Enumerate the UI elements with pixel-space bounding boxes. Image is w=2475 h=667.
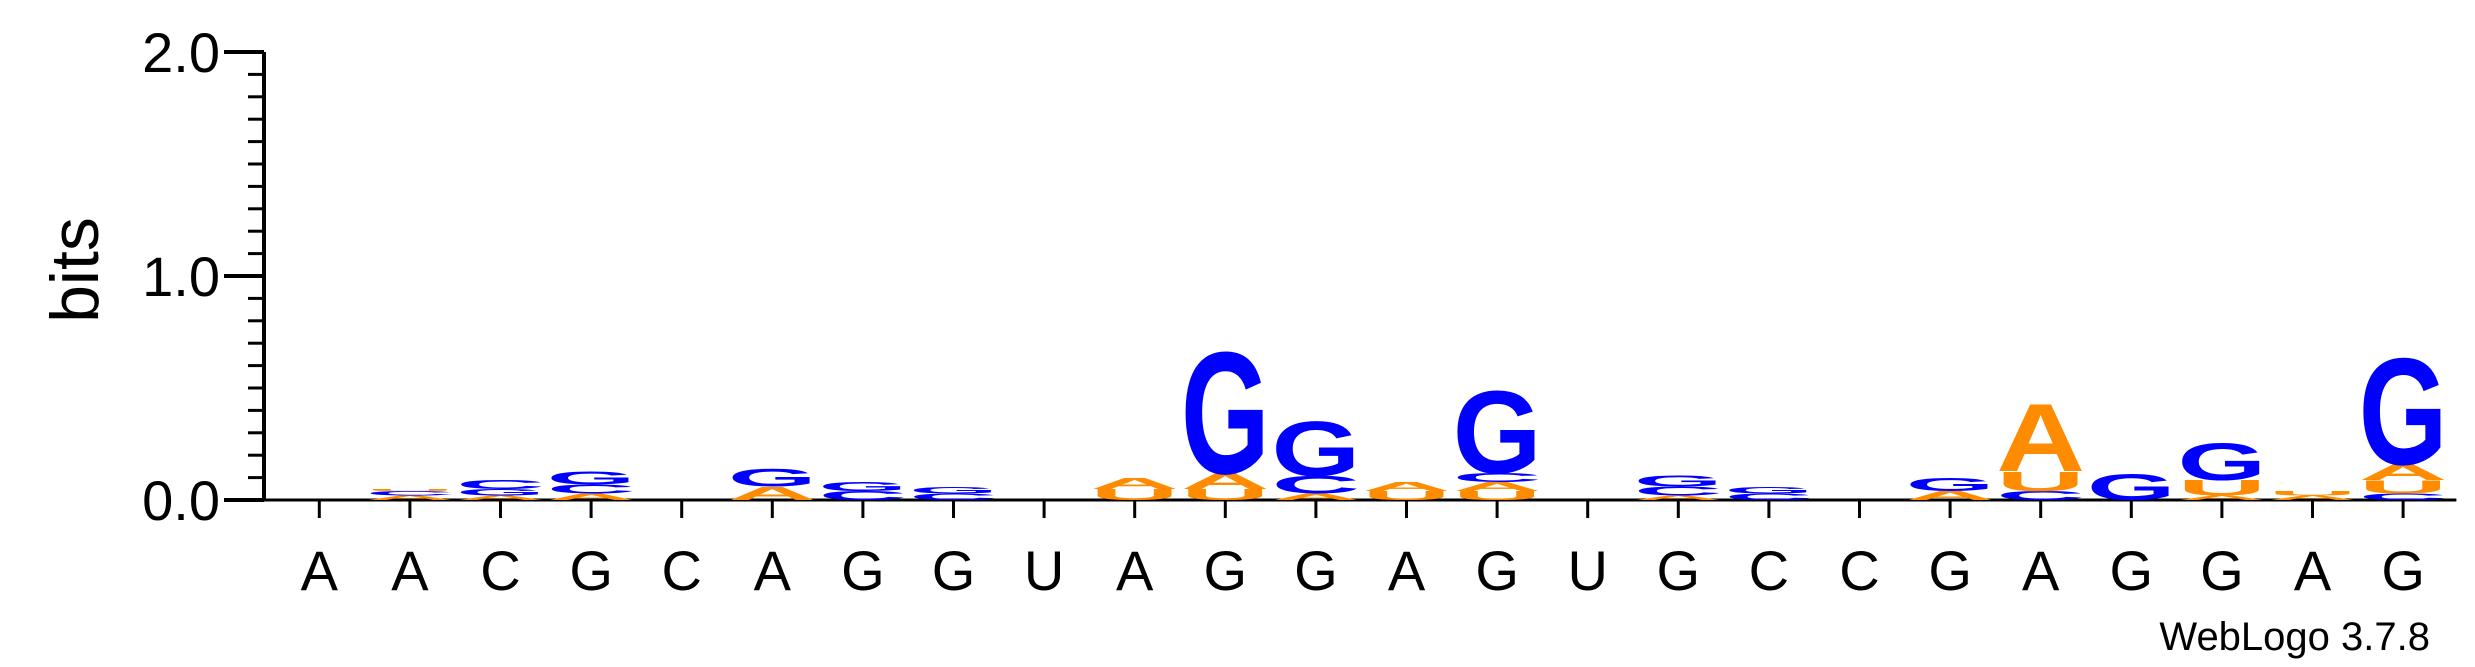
- logo-letter-C: C: [366, 490, 455, 497]
- logo-letter-A: A: [2268, 494, 2357, 501]
- logo-letter-U: U: [366, 488, 455, 491]
- weblogo-credit: WebLogo 3.7.8: [2159, 615, 2430, 659]
- x-tick-label: G: [2200, 539, 2244, 602]
- x-tick-label: A: [2294, 539, 2332, 602]
- y-tick-label: 2.0: [142, 21, 220, 84]
- logo-letter-U: U: [2268, 490, 2357, 497]
- x-tick-label: A: [1116, 539, 1154, 602]
- logo-letter-C: C: [1725, 492, 1814, 502]
- logo-letter-C: C: [547, 482, 636, 496]
- logo-letter-A: A: [456, 494, 545, 501]
- x-tick-label: G: [2110, 539, 2154, 602]
- x-tick-label: A: [2022, 539, 2060, 602]
- logo-letter-G: G: [2359, 326, 2448, 497]
- logo-letter-C: C: [909, 492, 998, 502]
- logo-letter-G: G: [1272, 405, 1361, 492]
- logo-letter-G: G: [2178, 432, 2267, 491]
- x-tick-label: C: [661, 539, 701, 602]
- logo-letter-C: C: [456, 478, 545, 492]
- logo-letter-A: A: [1272, 492, 1361, 502]
- logo-letter-G: G: [1634, 473, 1723, 490]
- logo-letter-A: A: [1996, 384, 2085, 491]
- logo-letter-C: C: [819, 489, 908, 503]
- logo-letter-G: G: [819, 480, 908, 494]
- x-tick-label: A: [301, 539, 339, 602]
- logo-letter-G: G: [728, 464, 817, 492]
- x-tick-label: U: [1024, 539, 1064, 602]
- logo-letter-C: C: [1634, 484, 1723, 498]
- y-tick-label: 0.0: [142, 469, 220, 532]
- logo-letter-A: A: [1634, 494, 1723, 501]
- logo-letter-A: A: [1362, 480, 1451, 494]
- x-tick-label: G: [1475, 539, 1519, 602]
- logo-letter-U: U: [1453, 489, 1542, 503]
- logo-letter-A: A: [1181, 469, 1270, 493]
- x-tick-label: G: [2381, 539, 2425, 602]
- logo-letter-G: G: [1181, 317, 1270, 511]
- x-tick-label: A: [1388, 539, 1426, 602]
- logo-letter-A: A: [1453, 480, 1542, 494]
- x-tick-label: C: [480, 539, 520, 602]
- logo-letter-G: G: [909, 485, 998, 495]
- x-tick-label: A: [391, 539, 429, 602]
- x-tick-label: G: [1204, 539, 1248, 602]
- logo-letter-C: C: [2359, 492, 2448, 502]
- logo-letter-U: U: [1181, 486, 1270, 503]
- x-tick-label: G: [569, 539, 613, 602]
- x-tick-label: A: [754, 539, 792, 602]
- x-tick-label: C: [1749, 539, 1789, 602]
- logo-letter-C: C: [1453, 471, 1542, 485]
- x-tick-label: U: [1567, 539, 1607, 602]
- logo-letter-U: U: [2359, 476, 2448, 497]
- logo-letter-U: U: [1996, 466, 2085, 497]
- x-tick-label: C: [1839, 539, 1879, 602]
- logo-letter-U: U: [2178, 476, 2267, 500]
- logo-letter-A: A: [1906, 489, 1995, 503]
- logo-letter-G: G: [456, 487, 545, 497]
- x-tick-label: G: [1294, 539, 1338, 602]
- x-tick-label: G: [932, 539, 976, 602]
- logo-letter-U: U: [1362, 489, 1451, 503]
- logo-letter-A: A: [2359, 460, 2448, 484]
- logo-letter-G: G: [1453, 366, 1542, 498]
- logo-letter-A: A: [366, 494, 455, 501]
- logo-letter-G: G: [547, 468, 636, 489]
- logo-letter-G: G: [2087, 466, 2176, 508]
- logo-letter-A: A: [728, 483, 817, 504]
- y-axis-label: bits: [37, 217, 113, 323]
- x-tick-label: G: [1928, 539, 1972, 602]
- logo-letter-G: G: [1725, 485, 1814, 495]
- x-tick-label: G: [841, 539, 885, 602]
- logo-letter-A: A: [2178, 494, 2267, 501]
- logo-letter-C: C: [1996, 489, 2085, 503]
- logo-letter-U: U: [1090, 486, 1179, 503]
- logo-letter-A: A: [1090, 475, 1179, 492]
- logo-letter-G: G: [1906, 474, 1995, 495]
- x-tick-label: G: [1657, 539, 1701, 602]
- y-tick-label: 1.0: [142, 245, 220, 308]
- logo-letter-C: C: [1272, 471, 1361, 499]
- logo-letter-A: A: [547, 492, 636, 502]
